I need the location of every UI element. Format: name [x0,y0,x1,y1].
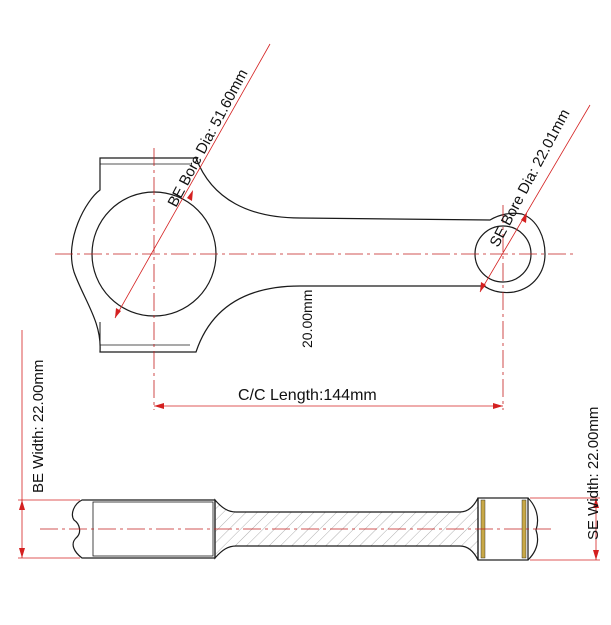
cc-length-label: C/C Length:144mm [238,387,377,404]
side-big-end-outline [71,499,216,559]
side-small-end-bushing-right [521,499,527,559]
se-bore-arrow [480,282,486,292]
be-width-arrow [19,548,25,558]
be-bore-arrow [115,308,121,318]
top-view: BE Bore Dia: 51.60mm SE Bore Dia: 22.01m… [55,43,591,410]
se-bore-arrow [521,212,527,223]
side-view: BE Width: 22.00mm SE Width: 22.00mm [18,330,602,561]
cc-arrow-right [493,403,503,409]
be-bore-leader [114,43,271,319]
se-width-arrow [593,550,599,560]
beam-width-label: 20.00mm [299,290,315,348]
se-width-arrow [593,498,599,508]
be-bore-dia-label: BE Bore Dia: 51.60mm [165,66,252,209]
rod-outline [70,157,546,353]
se-bore-leader [479,104,591,293]
side-small-end-chamfer [527,497,539,561]
se-width-label: SE Width: 22.00mm [585,407,602,540]
be-width-label: BE Width: 22.00mm [30,360,47,493]
be-bore-arrow [187,190,193,201]
se-bore-dia-label: SE Bore Dia: 22.01mm [487,106,574,249]
cc-arrow-left [154,403,164,409]
be-width-arrow [19,500,25,510]
